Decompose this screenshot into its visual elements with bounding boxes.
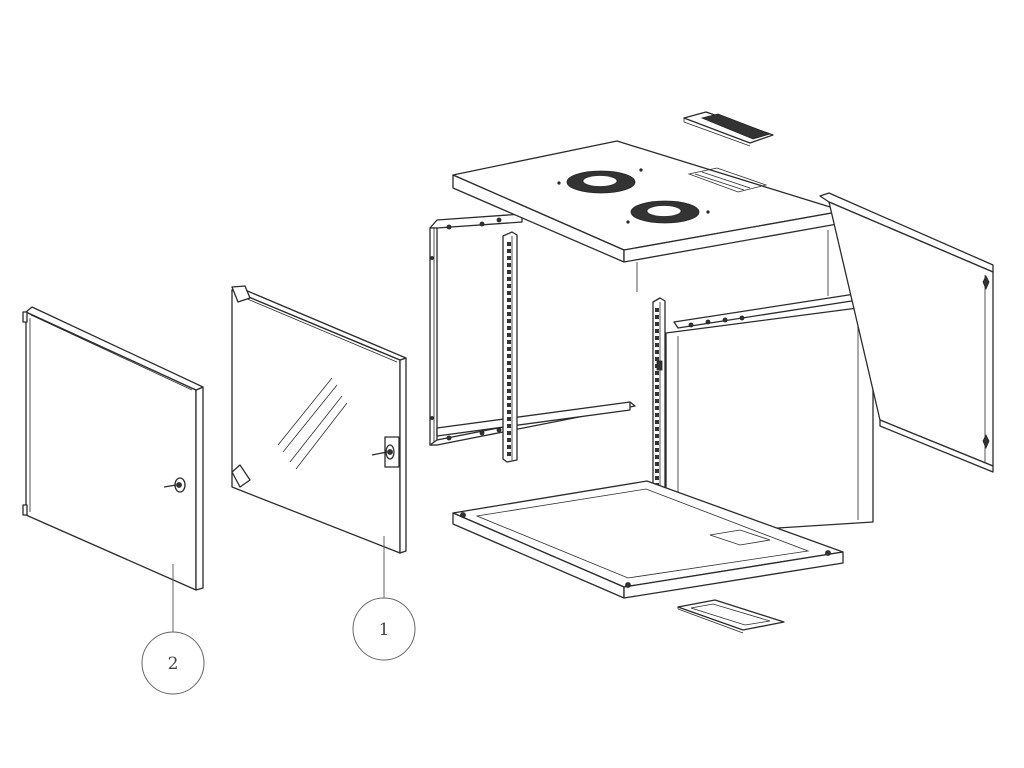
rail-hole xyxy=(507,368,511,372)
glass-door-handle xyxy=(371,444,395,460)
rail-hole xyxy=(507,354,511,358)
cable-entry-slot xyxy=(687,167,768,193)
rail-hole xyxy=(507,347,511,351)
rail-hole xyxy=(507,270,511,274)
door-lock-handle xyxy=(163,477,186,493)
rail-hole xyxy=(507,249,511,253)
rail-hole xyxy=(507,417,511,421)
rail-hole xyxy=(507,312,511,316)
rail-hole xyxy=(655,392,659,396)
rail-hole xyxy=(507,410,511,414)
rail-hole xyxy=(655,476,659,480)
rail-hole xyxy=(507,389,511,393)
callout-2-label: 2 xyxy=(168,654,179,674)
rail-hole xyxy=(507,263,511,267)
rail-hole xyxy=(655,315,659,319)
rail-hole xyxy=(507,298,511,302)
rail-hole xyxy=(507,326,511,330)
rail-hole xyxy=(655,469,659,473)
rail-hole xyxy=(655,441,659,445)
rail-hole xyxy=(655,322,659,326)
glass-door xyxy=(231,285,407,554)
rail-hole xyxy=(507,284,511,288)
solid-door xyxy=(22,306,204,591)
rail-hole xyxy=(507,396,511,400)
rail-hole xyxy=(507,242,511,246)
rail-hole xyxy=(655,385,659,389)
rail-hole xyxy=(507,361,511,365)
rail-hole xyxy=(507,340,511,344)
rail-hole xyxy=(507,438,511,442)
rail-hole xyxy=(507,424,511,428)
rail-hole xyxy=(655,434,659,438)
rail-hole xyxy=(507,333,511,337)
bottom-cable-plate xyxy=(677,599,785,634)
rail-hole xyxy=(655,308,659,312)
rail-hole xyxy=(655,343,659,347)
rail-hole xyxy=(655,357,659,361)
rail-hole xyxy=(655,336,659,340)
rail-hole xyxy=(655,427,659,431)
rail-hole xyxy=(507,445,511,449)
rail-hole xyxy=(507,375,511,379)
side-panel-right xyxy=(819,192,994,473)
rail-hole xyxy=(655,406,659,410)
glass-reflection-lines xyxy=(277,377,348,470)
callout-1-label: 1 xyxy=(379,620,390,640)
rail-hole xyxy=(507,403,511,407)
rail-hole xyxy=(507,382,511,386)
rail-hole xyxy=(655,378,659,382)
top-cover xyxy=(452,140,844,296)
rail-hole xyxy=(655,420,659,424)
rail-hole xyxy=(655,329,659,333)
rail-hole xyxy=(655,462,659,466)
left-mounting-rail xyxy=(502,231,518,463)
rail-hole xyxy=(507,291,511,295)
rail-hole xyxy=(655,399,659,403)
rail-hole xyxy=(655,448,659,452)
fan-right xyxy=(630,200,700,224)
rail-hole xyxy=(507,431,511,435)
rail-hole xyxy=(507,256,511,260)
rail-hole xyxy=(507,452,511,456)
rail-hole xyxy=(655,413,659,417)
rear-frame xyxy=(429,213,636,446)
fan-left xyxy=(566,170,636,194)
rail-hole xyxy=(655,350,659,354)
top-brush-plate xyxy=(683,111,774,147)
callout-2-bubble: 2 xyxy=(141,631,205,695)
rail-hole xyxy=(655,455,659,459)
side-panel-front xyxy=(656,293,874,536)
rail-hole xyxy=(507,319,511,323)
rail-hole xyxy=(655,371,659,375)
callout-1-bubble: 1 xyxy=(352,597,416,661)
rail-hole xyxy=(507,305,511,309)
rail-hole xyxy=(507,277,511,281)
base-frame xyxy=(452,480,844,599)
